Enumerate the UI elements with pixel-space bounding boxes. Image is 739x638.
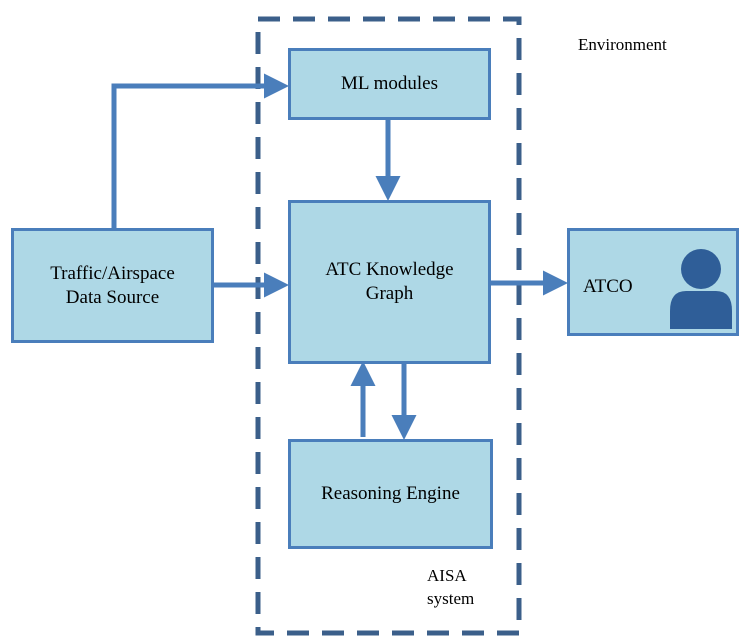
atco-label: ATCO bbox=[583, 276, 633, 297]
knowledge-graph-label: ATC Knowledge Graph bbox=[325, 259, 454, 304]
reasoning-engine-box: Reasoning Engine bbox=[288, 439, 493, 549]
knowledge-graph-box: ATC Knowledge Graph bbox=[288, 200, 491, 364]
ml-modules-label: ML modules bbox=[341, 73, 438, 95]
aisa-system-boundary bbox=[255, 16, 522, 636]
reasoning-engine-label: Reasoning Engine bbox=[321, 483, 460, 505]
arrow-datasource-to-ml bbox=[111, 73, 289, 228]
data-source-box: Traffic/Airspace Data Source bbox=[11, 228, 214, 343]
atco-box: ATCO bbox=[567, 228, 739, 336]
aisa-system-label: AISA system bbox=[427, 566, 475, 608]
user-silhouette-icon bbox=[670, 249, 732, 329]
data-source-label: Traffic/Airspace Data Source bbox=[50, 262, 175, 308]
environment-label: Environment bbox=[578, 35, 667, 54]
ml-modules-box: ML modules bbox=[288, 48, 491, 120]
